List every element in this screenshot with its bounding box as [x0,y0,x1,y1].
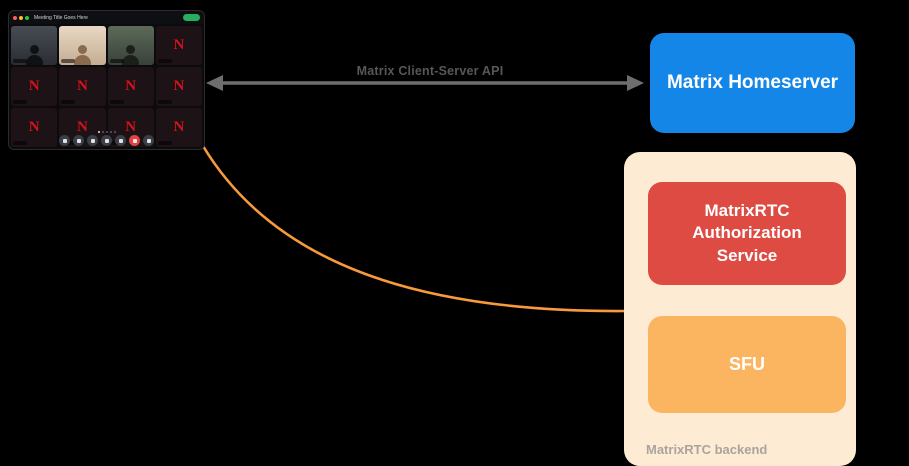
participant-name-pill [13,141,27,145]
traffic-light-minimize-icon[interactable] [19,15,23,20]
participant-tile-person [11,26,58,65]
n-logo-icon: N [28,119,40,135]
participant-grid: N N N N N N N N N [9,24,204,149]
arrowhead-left [206,75,223,91]
video-call-window: Meeting Title Goes Here N N N N N N N N N [8,10,205,150]
page-dot[interactable] [113,131,116,133]
call-controls [9,131,204,146]
matrix-homeserver-label: Matrix Homeserver [666,72,839,93]
person-silhouette-icon [73,45,91,65]
participant-tile-logo: N [59,67,106,106]
participant-tile-logo: N [155,108,202,147]
participant-name-pill [13,59,27,63]
person-silhouette-icon [122,45,140,65]
hangup-button[interactable] [129,135,140,146]
participant-tile-logo: N [155,67,202,106]
participant-tile-logo: N [11,108,58,147]
page-dot[interactable] [97,131,100,133]
matrixrtc-authorization-service-box: MatrixRTC Authorization Service [648,182,846,285]
client-server-api-label: Matrix Client-Server API [356,64,504,78]
call-control-buttons [59,135,154,146]
meeting-title: Meeting Title Goes Here [34,14,88,21]
traffic-light-close-icon[interactable] [13,15,17,20]
participant-name-pill [157,100,172,104]
n-logo-icon: N [173,78,185,94]
matrixrtc-backend-label: MatrixRTC backend [646,442,768,457]
page-dot[interactable] [105,131,108,133]
n-logo-icon: N [76,78,88,94]
participant-name-pill [109,59,124,63]
participant-name-pill [13,100,27,104]
n-logo-icon: N [125,119,137,135]
n-logo-icon: N [28,78,40,94]
n-logo-icon: N [173,37,185,53]
auth-service-label-line2: Authorization [692,223,802,243]
participant-name-pill [157,141,172,145]
participant-name-pill [61,100,76,104]
call-control-button[interactable] [87,135,98,146]
page-dot[interactable] [101,131,104,133]
call-control-button[interactable] [59,135,70,146]
n-logo-icon: N [173,119,185,135]
participant-name-pill [61,59,76,63]
participant-tile-logo: N [11,67,58,106]
call-control-button[interactable] [115,135,126,146]
window-titlebar: Meeting Title Goes Here [9,11,204,24]
traffic-light-zoom-icon[interactable] [25,15,29,20]
call-control-button[interactable] [73,135,84,146]
participant-name-pill [157,59,172,63]
participant-name-pill [109,100,124,104]
pagination-dots[interactable] [97,131,116,133]
page-dot[interactable] [109,131,112,133]
participant-tile-person [107,26,154,65]
call-to-backend-curve [201,145,625,313]
sfu-box: SFU [648,316,846,413]
auth-service-label-line3: Service [716,245,778,265]
matrixrtc-backend-container: MatrixRTC Authorization Service SFU Matr… [624,152,856,466]
call-control-button[interactable] [143,135,154,146]
call-control-button[interactable] [101,135,112,146]
participant-tile-logo: N [107,67,154,106]
auth-service-label-line1: MatrixRTC [704,200,790,220]
join-badge[interactable] [183,14,200,21]
matrix-homeserver-box: Matrix Homeserver [650,33,855,133]
n-logo-icon: N [76,119,88,135]
arrowhead-right [627,75,644,91]
n-logo-icon: N [125,78,137,94]
sfu-label: SFU [729,354,765,374]
participant-tile-logo: N [155,26,202,65]
person-silhouette-icon [25,45,43,65]
participant-tile-person [59,26,106,65]
